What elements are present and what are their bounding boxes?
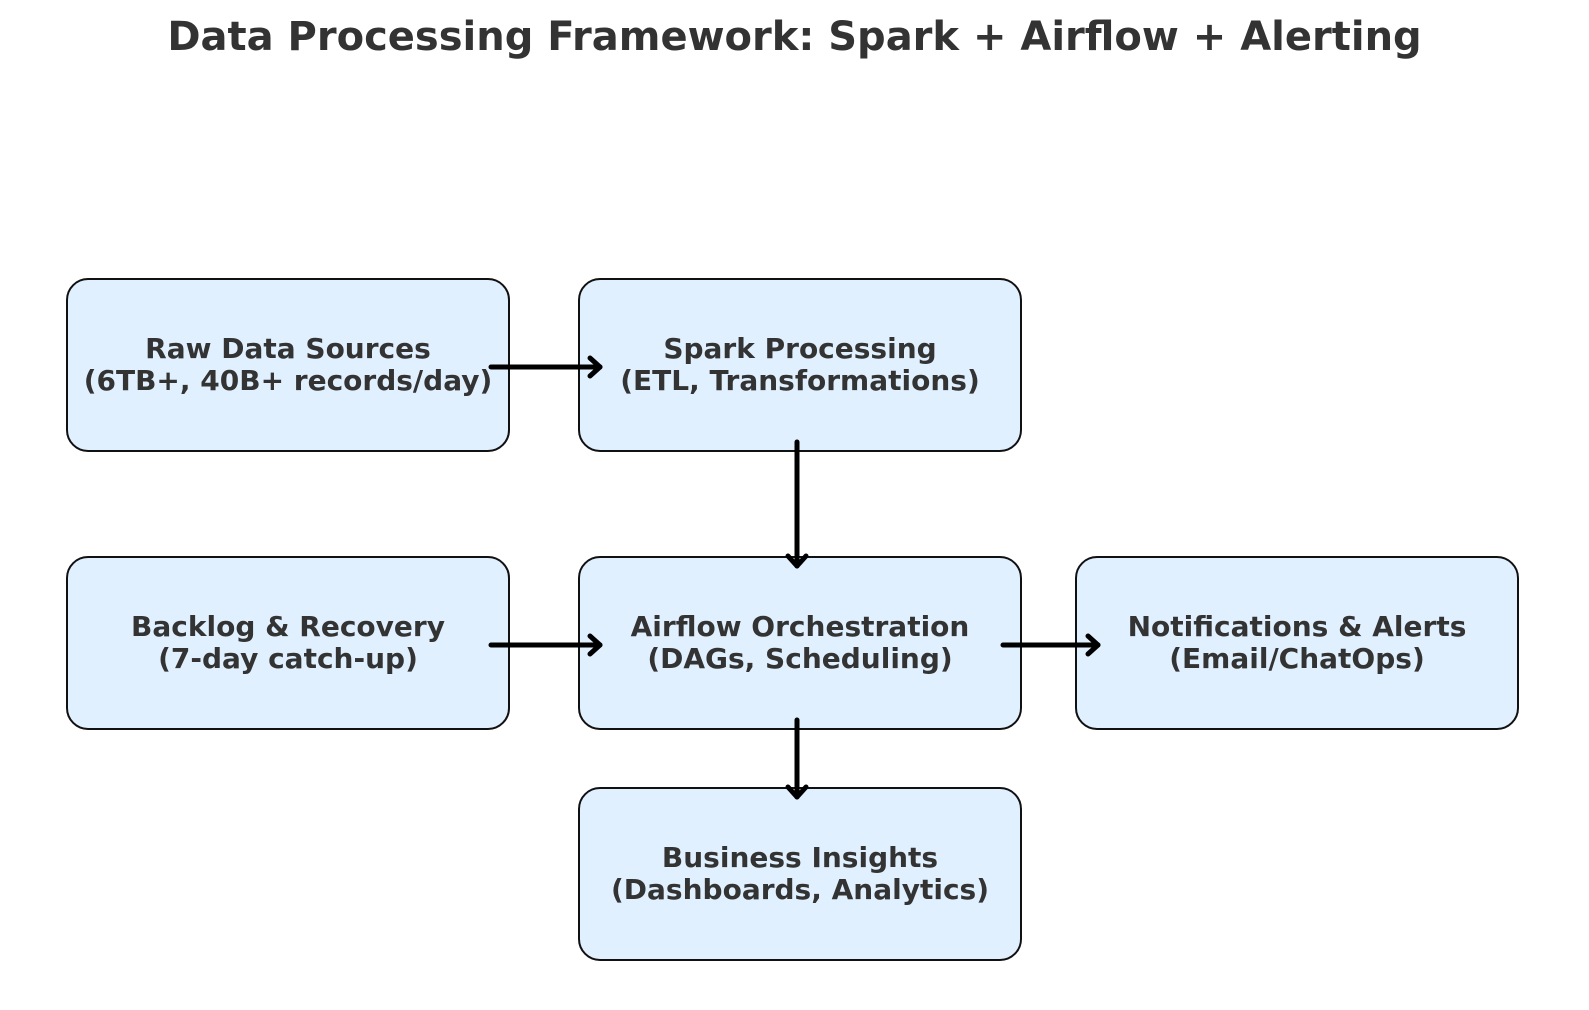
diagram-title: Data Processing Framework: Spark + Airfl… (167, 14, 1422, 60)
node-raw-data-sources: Raw Data Sources (6TB+, 40B+ records/day… (66, 278, 510, 452)
node-spark-processing-label: Spark Processing (663, 332, 937, 365)
node-notifications-alerts-label: Notifications & Alerts (1127, 610, 1467, 643)
node-backlog-recovery: Backlog & Recovery (7-day catch-up) (66, 556, 510, 730)
arrow-spark-to-airflow (785, 439, 809, 569)
node-backlog-recovery-detail: (7-day catch-up) (158, 642, 418, 675)
node-spark-processing-detail: (ETL, Transformations) (620, 364, 980, 397)
arrow-airflow-to-insights (785, 717, 809, 800)
node-raw-data-sources-label: Raw Data Sources (145, 332, 431, 365)
node-spark-processing: Spark Processing (ETL, Transformations) (578, 278, 1022, 452)
node-business-insights-label: Business Insights (661, 841, 939, 874)
node-business-insights-detail: (Dashboards, Analytics) (611, 873, 989, 906)
node-airflow-orchestration-detail: (DAGs, Scheduling) (647, 642, 953, 675)
node-notifications-alerts: Notifications & Alerts (Email/ChatOps) (1075, 556, 1519, 730)
node-notifications-alerts-detail: (Email/ChatOps) (1169, 642, 1425, 675)
node-backlog-recovery-label: Backlog & Recovery (131, 610, 445, 643)
node-airflow-orchestration-label: Airflow Orchestration (630, 610, 970, 643)
node-business-insights: Business Insights (Dashboards, Analytics… (578, 787, 1022, 961)
node-airflow-orchestration: Airflow Orchestration (DAGs, Scheduling) (578, 556, 1022, 730)
node-raw-data-sources-detail: (6TB+, 40B+ records/day) (83, 364, 493, 397)
